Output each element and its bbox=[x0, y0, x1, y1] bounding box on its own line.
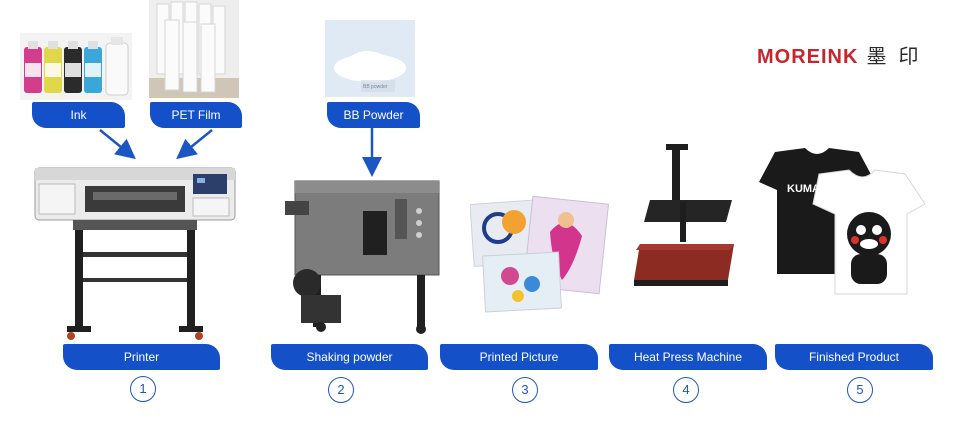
step-pill-printed-picture: Printed Picture bbox=[440, 344, 598, 370]
step-number-1: 1 bbox=[130, 376, 156, 402]
step-number-2: 2 bbox=[328, 377, 354, 403]
step-pill-printer: Printer bbox=[63, 344, 220, 370]
step-pill-heat-press-machine: Heat Press Machine bbox=[609, 344, 767, 370]
step-pill-finished-product: Finished Product bbox=[775, 344, 933, 370]
arrow-icon bbox=[100, 130, 132, 156]
step-number-4: 4 bbox=[673, 377, 699, 403]
step-number-3: 3 bbox=[512, 377, 538, 403]
printed-picture-image bbox=[470, 192, 610, 317]
arrow-icon bbox=[180, 130, 212, 156]
shaker-machine-image bbox=[285, 175, 443, 335]
step-number-5: 5 bbox=[847, 377, 873, 403]
heat-press-image bbox=[630, 140, 740, 290]
printer-image bbox=[33, 160, 238, 345]
tshirt-image: KUMAMON bbox=[755, 148, 935, 298]
step-pill-shaking-powder: Shaking powder bbox=[271, 344, 428, 370]
